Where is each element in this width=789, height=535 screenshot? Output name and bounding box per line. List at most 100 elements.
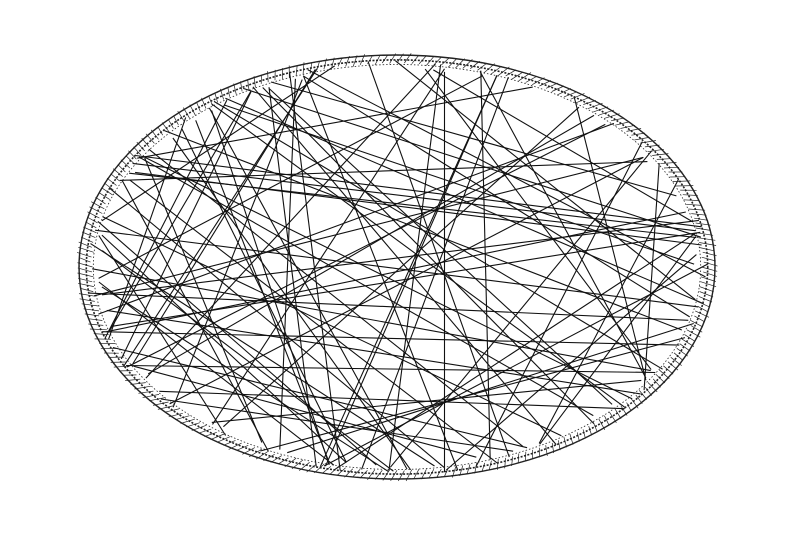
ring-link	[186, 422, 201, 428]
graph-edge	[135, 171, 702, 246]
ring-link	[700, 276, 716, 282]
ring-link	[204, 431, 217, 437]
ring-link	[210, 433, 225, 440]
ring-link	[381, 54, 389, 64]
graph-edge	[389, 150, 653, 468]
ring-link	[81, 231, 96, 238]
ring-link	[699, 286, 714, 293]
ring-link	[428, 469, 435, 479]
graph-edge	[303, 76, 459, 471]
graph-edge	[445, 254, 697, 471]
ring-link	[490, 65, 502, 75]
graph-edge	[145, 63, 436, 379]
ring-link	[683, 199, 700, 201]
ring-link	[620, 124, 635, 129]
graph-edge	[101, 219, 699, 296]
ring-link	[694, 217, 709, 221]
ring-link	[699, 247, 715, 252]
ring-link	[359, 470, 368, 479]
ring-link	[78, 257, 91, 263]
graph-edge	[102, 331, 680, 346]
ring-link	[413, 468, 420, 480]
ring-link	[576, 432, 580, 442]
ring-link	[278, 457, 289, 465]
ring-link	[110, 173, 120, 182]
ring-link	[447, 58, 458, 68]
ring-link	[80, 288, 94, 292]
ring-link	[701, 256, 716, 262]
ring-link	[125, 155, 135, 165]
ring-link	[426, 55, 435, 66]
graph-edge	[539, 236, 697, 445]
graph-node-ring	[76, 53, 718, 482]
ring-link	[133, 146, 142, 156]
graph-edge	[479, 71, 647, 379]
ring-link	[673, 352, 683, 361]
ring-link	[421, 469, 427, 480]
graph-edge	[101, 65, 336, 222]
ring-link	[639, 390, 648, 400]
graph-edge	[129, 179, 498, 464]
ring-link	[604, 415, 610, 426]
ring-link	[688, 208, 706, 211]
graph-edge	[302, 75, 690, 318]
ring-link	[443, 467, 449, 477]
graph-edge	[224, 104, 695, 265]
ring-link	[474, 462, 478, 474]
ring-link	[173, 115, 179, 125]
ring-link	[655, 373, 666, 384]
ring-link	[592, 421, 598, 432]
ring-link	[614, 121, 630, 126]
graph-edge	[126, 364, 656, 374]
graph-edge	[424, 68, 652, 370]
graph-edge	[88, 292, 689, 321]
ring-link	[77, 262, 93, 268]
ring-link	[610, 117, 625, 122]
ring-link	[247, 79, 250, 90]
ring-link	[481, 462, 486, 472]
ring-link	[699, 291, 714, 298]
graph-edge	[106, 309, 641, 395]
graph-edge	[160, 398, 514, 452]
ring-link	[227, 87, 230, 97]
graph-edge	[169, 156, 644, 405]
graph-edge	[108, 117, 187, 340]
ring-link	[663, 365, 674, 375]
ring-link	[164, 408, 179, 413]
ring-link	[77, 272, 94, 278]
ring-link	[88, 318, 103, 321]
ring-link	[582, 429, 586, 439]
graph-edge	[144, 157, 263, 443]
ring-link	[120, 159, 131, 169]
graph-outline	[78, 54, 716, 480]
ring-link	[696, 300, 710, 308]
ring-link	[329, 466, 339, 476]
graph-edge	[643, 163, 660, 391]
ring-link	[321, 466, 332, 474]
ring-link	[694, 315, 705, 323]
ring-link	[656, 158, 671, 160]
ring-link	[682, 194, 698, 196]
ring-link	[588, 425, 593, 436]
graph-edge	[138, 156, 594, 417]
ring-link	[614, 408, 622, 419]
graph-edge	[101, 286, 389, 472]
ring-link	[85, 221, 97, 229]
graph-edge	[262, 87, 595, 425]
graph-edge	[123, 68, 318, 367]
ring-link	[440, 57, 450, 66]
ring-link	[180, 418, 195, 424]
graph-edge	[287, 322, 694, 454]
ring-link	[564, 91, 577, 98]
ring-link	[98, 192, 110, 200]
ring-link	[157, 126, 164, 136]
graph-edge	[98, 235, 227, 436]
ring-link	[658, 369, 670, 379]
ring-link	[466, 464, 471, 475]
graph-edge	[108, 90, 252, 332]
ring-link	[631, 132, 645, 136]
ring-link	[316, 61, 320, 71]
ring-link	[117, 164, 126, 173]
ring-link	[511, 71, 523, 80]
ring-link	[189, 104, 196, 116]
